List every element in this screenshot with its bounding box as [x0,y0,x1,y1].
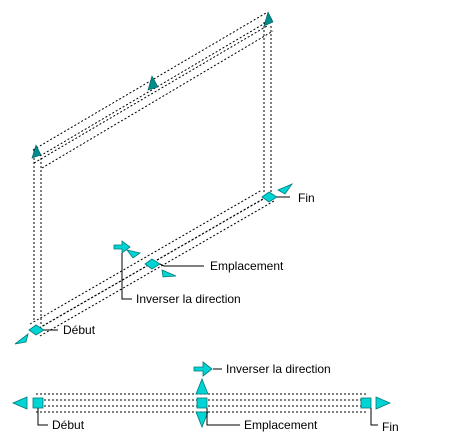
end-grip-icon[interactable] [261,191,278,203]
plan-location-down-arrow-icon[interactable] [195,411,209,429]
stretch-grip-icon[interactable] [147,75,159,91]
start-arrow-icon[interactable] [14,332,29,345]
plan-leader-fin [370,408,378,426]
plan-leader-emplacement [206,408,240,426]
plan-label-fin: Fin [382,420,399,434]
stretch-grip-icon[interactable] [263,11,274,27]
label-fin: Fin [298,191,315,205]
plan-rail [36,393,368,413]
plan-view: Inverser la direction Début Emplacement … [11,361,399,434]
stretch-grip-icon[interactable] [31,144,42,159]
plan-start-arrow-icon[interactable] [11,396,28,410]
start-grip-icon[interactable] [28,324,45,336]
right-posts [263,22,272,196]
plan-flip-arrow-icon[interactable] [193,361,213,377]
flip-arrow-icon[interactable] [113,240,131,254]
plan-leader-debut [37,408,48,426]
plan-start-grip-icon[interactable] [32,397,44,409]
location-arrow-icon[interactable] [126,249,141,259]
plan-end-arrow-icon[interactable] [375,396,392,410]
leader-emplacement [159,263,204,267]
left-posts [33,150,42,326]
leader-inverser [121,253,132,300]
isometric-view: Fin Emplacement Inverser la direction Dé… [14,11,315,345]
plan-end-grip-icon[interactable] [360,397,372,409]
plan-location-grip-icon[interactable] [196,397,208,409]
label-inverser-direction: Inverser la direction [136,292,241,306]
plan-label-inverser-direction: Inverser la direction [226,362,331,376]
label-emplacement: Emplacement [210,259,284,273]
location-arrow-icon[interactable] [161,269,177,278]
plan-label-emplacement: Emplacement [244,418,318,432]
label-debut: Début [63,323,96,337]
plan-label-debut: Début [52,418,85,432]
top-rail [32,12,274,169]
plan-location-up-arrow-icon[interactable] [195,377,209,395]
end-arrow-icon[interactable] [277,183,294,195]
